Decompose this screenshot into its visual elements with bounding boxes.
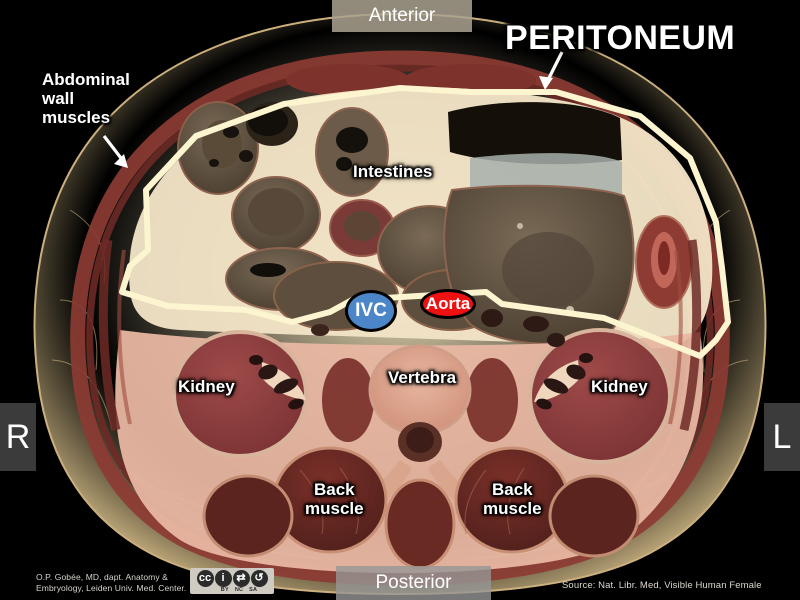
anterior-banner: Anterior [332, 0, 472, 32]
cc-nc-icon: ⇄ [232, 570, 250, 587]
kidney-left-structure [528, 328, 672, 464]
cc-sub-nc: NC [234, 587, 244, 593]
back-muscle-group [202, 446, 640, 570]
paraaortic-structures [311, 309, 565, 347]
source-credit: Source: Nat. Libr. Med, Visible Human Fe… [562, 580, 762, 591]
intestine-loops [177, 101, 503, 331]
ivc-badge: IVC [345, 290, 397, 332]
cc-sub-by: BY [220, 587, 229, 593]
cc-sublabels: BY NC SA [190, 587, 274, 593]
psoas-right [322, 358, 374, 442]
peritoneum-arrow [539, 51, 564, 90]
cc-icon: cc [196, 570, 214, 587]
posterior-banner: Posterior [336, 566, 491, 600]
cc-sa-icon: ↺ [250, 570, 268, 587]
oblique-muscle-slips [98, 239, 702, 432]
author-credit: O.P. Gobée, MD, dapt. Anatomy & Embryolo… [36, 572, 187, 594]
peritoneum-outline [119, 85, 731, 359]
left-side-tag: L [764, 403, 800, 471]
kidney-right-structure [172, 330, 308, 458]
creative-commons-license-badge[interactable]: cc i ⇄ ↺ BY NC SA [190, 568, 274, 594]
cc-by-icon: i [214, 570, 232, 587]
abdominal-wall-arrow [102, 135, 128, 168]
aorta-badge: Aorta [420, 289, 476, 319]
body-section [33, 12, 767, 596]
colon-with-gas [443, 102, 635, 345]
cc-sub-sa: SA [249, 587, 258, 593]
left-lateral-bowel-loop [635, 215, 693, 309]
psoas-left [466, 358, 518, 442]
right-side-tag: R [0, 403, 36, 471]
